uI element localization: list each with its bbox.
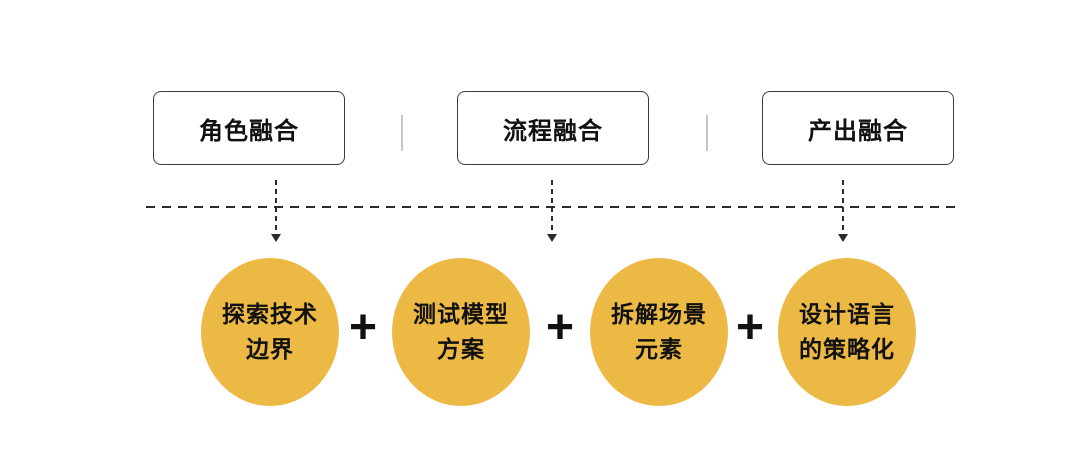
arrow-head-icon [838,234,848,242]
dashed-arrow-line [275,180,277,234]
plus-icon: + [545,301,575,354]
circle-label: 探索技术 边界 [222,301,318,362]
box-role-fusion-label: 角色融合 [199,117,299,145]
circle-explore-tech-boundary: 探索技术 边界 [201,258,339,406]
down-arrow [547,180,557,242]
plus-icon: + [735,301,765,354]
circle-design-language-strategy: 设计语言 的策略化 [778,258,916,406]
down-arrow [271,180,281,242]
box-process-fusion-label: 流程融合 [503,117,603,145]
circle-test-model-plan: 测试模型 方案 [392,258,530,406]
box-output-fusion: 产出融合 [762,91,954,165]
box-process-fusion: 流程融合 [457,91,649,165]
box-role-fusion: 角色融合 [153,91,345,165]
dashed-arrow-line [842,180,844,234]
plus-icon: + [348,301,378,354]
circle-label: 测试模型 方案 [413,301,509,362]
arrow-head-icon [547,234,557,242]
dashed-arrow-line [551,180,553,234]
vertical-divider [706,115,708,151]
circle-label: 拆解场景 元素 [611,301,707,362]
vertical-divider [401,115,403,151]
arrow-head-icon [271,234,281,242]
down-arrow [838,180,848,242]
circle-label: 设计语言 的策略化 [799,301,895,362]
box-output-fusion-label: 产出融合 [808,117,908,145]
circle-deconstruct-scene-elements: 拆解场景 元素 [590,258,728,406]
